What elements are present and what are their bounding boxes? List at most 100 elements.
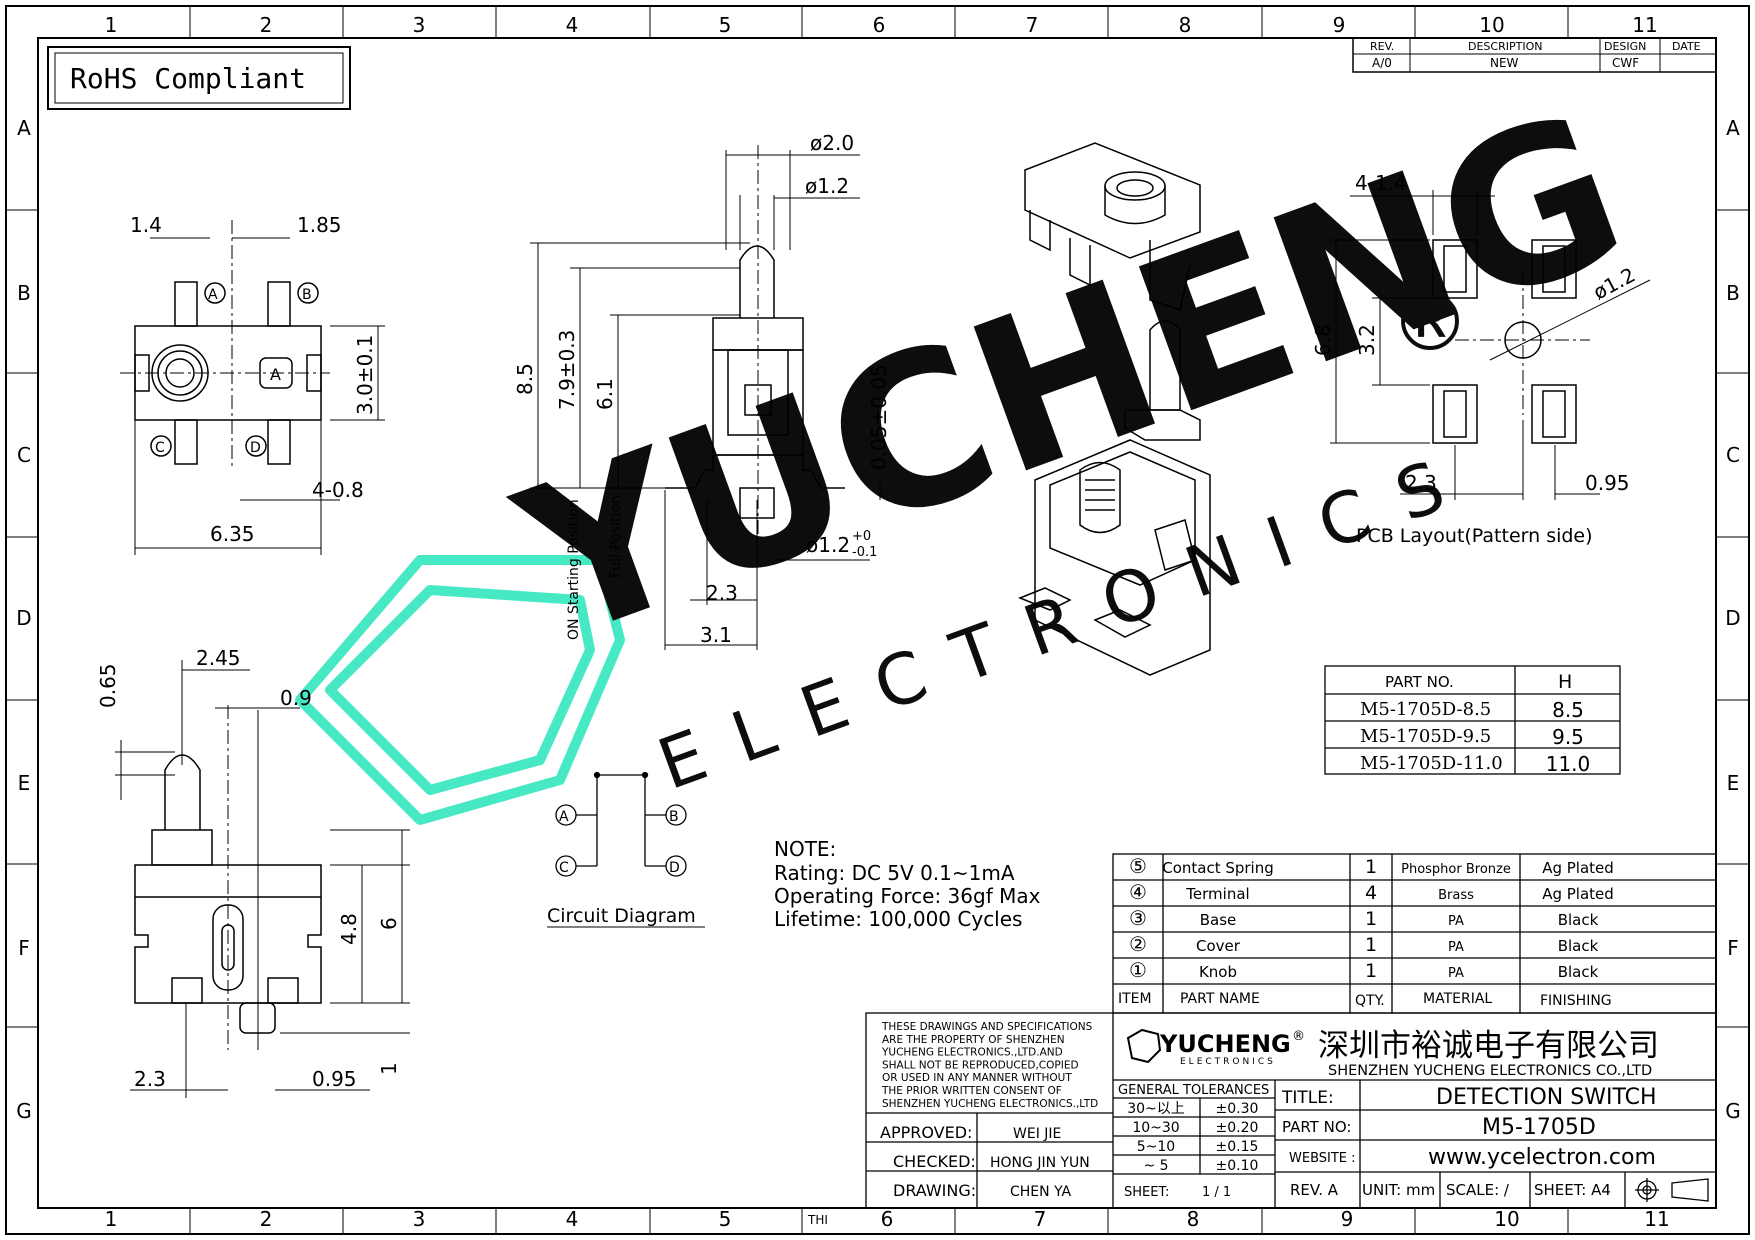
- part-table-header-no: PART NO.: [1385, 673, 1454, 691]
- pcb-dim-2-3: 2.3: [1405, 471, 1437, 495]
- bom-header-name: PART NAME: [1180, 991, 1260, 1007]
- rev-header-desc: DESCRIPTION: [1468, 40, 1542, 53]
- company-cn: 深圳市裕诚电子有限公司: [1318, 1028, 1659, 1064]
- bom-cell-name: Base: [1200, 911, 1237, 929]
- disclaimer-line: SHALL NOT BE REPRODUCED,COPIED: [882, 1059, 1079, 1071]
- dim-6-35: 6.35: [210, 522, 255, 546]
- drawing-value: CHEN YA: [1010, 1184, 1072, 1200]
- top-view: [120, 220, 385, 555]
- approved-value: WEI JIE: [1013, 1126, 1061, 1142]
- row-label: D: [16, 606, 31, 630]
- rev-header-date: DATE: [1672, 40, 1701, 53]
- bom-cell-name: Knob: [1199, 963, 1237, 981]
- company-en: SHENZHEN YUCHENG ELECTRONICS CO.,LTD: [1328, 1063, 1652, 1079]
- logo-sub: ELECTRONICS: [1180, 1057, 1276, 1067]
- dim-3-1: 3.1: [700, 623, 732, 647]
- partno-label: PART NO:: [1282, 1118, 1351, 1136]
- tolerance-value: ±0.10: [1216, 1158, 1259, 1174]
- title-value: DETECTION SWITCH: [1436, 1085, 1657, 1110]
- bom-cell-finish: Black: [1558, 937, 1599, 955]
- row-label: A: [17, 116, 31, 140]
- bom-cell-qty: 1: [1365, 908, 1377, 930]
- row-label-right: C: [1726, 443, 1740, 467]
- pcb-dim-4-1-4: 4-1.4: [1355, 171, 1407, 195]
- row-label: E: [18, 771, 31, 795]
- bom-cell-name: Contact Spring: [1162, 859, 1274, 877]
- col-label: 2: [260, 13, 273, 37]
- pcb-layout: [1330, 190, 1651, 500]
- col-label: 9: [1333, 13, 1346, 37]
- col-label-bottom: 7: [1034, 1207, 1047, 1231]
- disclaimer-line: YUCHENG ELECTRONICS.,LTD.AND: [881, 1047, 1063, 1059]
- rev-header-rev: REV.: [1370, 40, 1394, 53]
- checked-value: HONG JIN YUN: [990, 1155, 1090, 1171]
- pcb-dim-0-95: 0.95: [1585, 471, 1630, 495]
- title-block: [865, 1012, 1717, 1209]
- part-height: 11.0: [1546, 752, 1591, 776]
- tolerance-value: ±0.20: [1216, 1120, 1259, 1136]
- front-dim-6: 6: [377, 917, 401, 930]
- dim-2-3-side: 2.3: [706, 581, 738, 605]
- dim-3-0: 3.0±0.1: [353, 335, 377, 415]
- front-dim-0-65: 0.65: [96, 663, 120, 708]
- checked-label: CHECKED:: [893, 1152, 976, 1171]
- dim-4-0-8: 4-0.8: [312, 478, 364, 502]
- circuit-pin-c: C: [559, 860, 569, 876]
- company-logo-mark: [1126, 1028, 1162, 1064]
- bom-cell-item: ②: [1129, 932, 1147, 956]
- bom-cell-finish: Ag Plated: [1542, 885, 1614, 903]
- front-dim-2-3: 2.3: [134, 1067, 166, 1091]
- col-label-bottom: 2: [260, 1207, 273, 1231]
- circuit-diagram: [555, 771, 687, 877]
- sheet-label: SHEET:: [1124, 1185, 1169, 1200]
- watermark-reg: ®: [1390, 276, 1470, 369]
- circuit-caption: Circuit Diagram: [547, 905, 696, 927]
- unit-value: UNIT: mm: [1362, 1181, 1435, 1199]
- bottom-note: THI: [807, 1213, 828, 1227]
- bom-cell-item: ⑤: [1129, 854, 1147, 878]
- part-number-table: [1324, 665, 1621, 775]
- label-on-start: ON Starting Position: [566, 499, 582, 640]
- dim-dia-1-2: ø1.2: [805, 174, 849, 198]
- tolerance-range: ~ 5: [1143, 1158, 1168, 1174]
- sheet-size-value: SHEET: A4: [1534, 1181, 1611, 1199]
- revision-table: [1352, 37, 1717, 73]
- part-number: M5-1705D-9.5: [1360, 726, 1491, 747]
- rev-value: REV. A: [1290, 1181, 1339, 1199]
- rohs-box: RoHS Compliant: [47, 46, 351, 110]
- col-label: 1: [105, 13, 118, 37]
- disclaimer-line: SHENZHEN YUCHENG ELECTRONICS.,LTD: [882, 1098, 1098, 1110]
- rev-header-design: DESIGN: [1604, 40, 1646, 53]
- row-label-right: B: [1726, 281, 1740, 305]
- tolerance-value: ±0.30: [1216, 1101, 1259, 1117]
- bom-cell-finish: Ag Plated: [1542, 859, 1614, 877]
- watermark-logo-mark: [295, 555, 625, 825]
- note-line-1: Rating: DC 5V 0.1~1mA: [774, 861, 1015, 885]
- pcb-dim-6-8: 6.8: [1311, 324, 1335, 356]
- bom-cell-name: Terminal: [1185, 885, 1249, 903]
- front-dim-2-45: 2.45: [196, 646, 241, 670]
- dim-7-9: 7.9±0.3: [555, 330, 579, 410]
- top-pin-a: A: [208, 287, 218, 303]
- bom-cell-qty: 1: [1365, 856, 1377, 878]
- col-label: 7: [1026, 13, 1039, 37]
- front-view: [115, 660, 410, 1098]
- col-label-bottom: 4: [566, 1207, 579, 1231]
- bom-header-item: ITEM: [1118, 991, 1152, 1007]
- row-label-right: E: [1727, 771, 1740, 795]
- website-label: WEBSITE :: [1289, 1151, 1356, 1166]
- circuit-pin-d: D: [669, 860, 680, 876]
- note-line-2: Operating Force: 36gf Max: [774, 884, 1041, 908]
- dim-dia-1-2-tol: ø1.2: [806, 533, 850, 557]
- scale-value: SCALE: /: [1446, 1181, 1510, 1199]
- rohs-label: RoHS Compliant: [70, 62, 306, 95]
- logo-reg: ®: [1292, 1029, 1305, 1044]
- tolerance-range: 30~以上: [1127, 1101, 1185, 1117]
- front-dim-1: 1: [377, 1062, 401, 1075]
- col-label-bottom: 5: [719, 1207, 732, 1231]
